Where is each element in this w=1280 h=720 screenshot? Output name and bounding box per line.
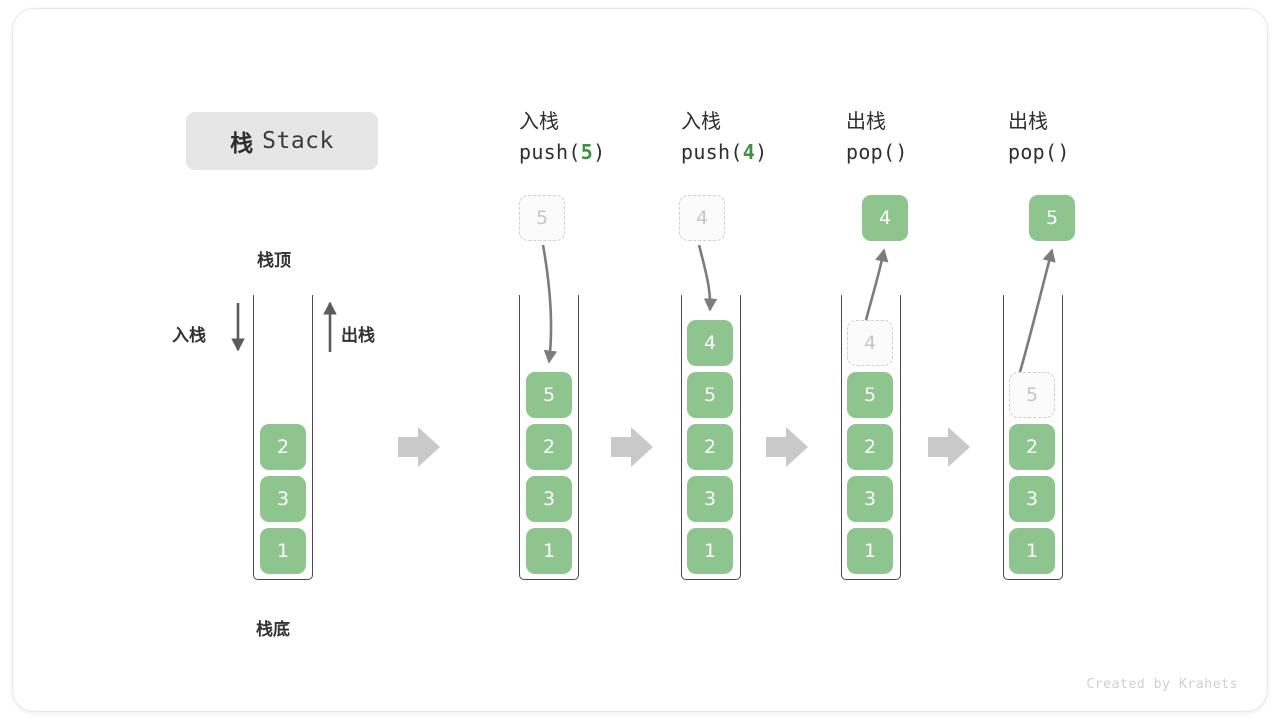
heading-cn-push-5: 入栈 [519,109,559,133]
heading-cn-push-4: 入栈 [681,109,721,133]
stack-cell: 5 [847,372,893,418]
stack-cell: 2 [526,424,572,470]
label-pop-side: 出栈 [341,326,375,346]
heading-cn-pop-5: 出栈 [1008,109,1048,133]
code-suffix: ) [1057,140,1070,164]
footer-credit: Created by Krahets [1086,677,1238,692]
stack-cell-ghost: 5 [1009,372,1055,418]
label-stack-bottom: 栈底 [256,620,290,640]
code-prefix: push( [519,140,581,164]
stack-cell: 4 [687,320,733,366]
code-suffix: ) [895,140,908,164]
heading-code-push-4: push(4) [681,136,841,168]
code-prefix: push( [681,140,743,164]
stack-cell: 1 [526,528,572,574]
stack-cell: 3 [847,476,893,522]
stack-cell: 2 [1009,424,1055,470]
code-arg: 5 [580,140,594,164]
stack-cell: 2 [847,424,893,470]
floating-value-pop-4: 4 [862,195,908,241]
stack-cell: 3 [1009,476,1055,522]
code-prefix: pop( [846,140,896,164]
stack-cell: 2 [687,424,733,470]
title-badge: 栈 Stack [186,112,378,170]
label-stack-top: 栈顶 [257,251,291,271]
floating-value-push-4: 4 [679,195,725,241]
code-suffix: ) [755,140,768,164]
stack-cell: 1 [260,528,306,574]
column-heading-pop-5: 出栈 pop() [1008,106,1168,168]
floating-value-pop-5: 5 [1029,195,1075,241]
stack-cell: 1 [847,528,893,574]
heading-code-push-5: push(5) [519,136,679,168]
heading-code-pop-5: pop() [1008,136,1168,168]
label-push-side: 入栈 [172,326,206,346]
code-arg: 4 [742,140,756,164]
column-heading-push-4: 入栈 push(4) [681,106,841,168]
column-heading-pop-4: 出栈 pop() [846,106,1006,168]
stack-cell-ghost: 4 [847,320,893,366]
stack-cell: 3 [687,476,733,522]
stack-cell: 5 [526,372,572,418]
stack-cell: 1 [687,528,733,574]
stack-cell: 3 [526,476,572,522]
floating-value-push-5: 5 [519,195,565,241]
code-suffix: ) [593,140,606,164]
stack-cell: 2 [260,424,306,470]
code-prefix: pop( [1008,140,1058,164]
title-en: Stack [262,128,334,154]
title-cn: 栈 [230,131,254,157]
heading-code-pop-4: pop() [846,136,1006,168]
stack-cell: 3 [260,476,306,522]
stack-cell: 5 [687,372,733,418]
stack-cell: 1 [1009,528,1055,574]
heading-cn-pop-4: 出栈 [846,109,886,133]
column-heading-push-5: 入栈 push(5) [519,106,679,168]
